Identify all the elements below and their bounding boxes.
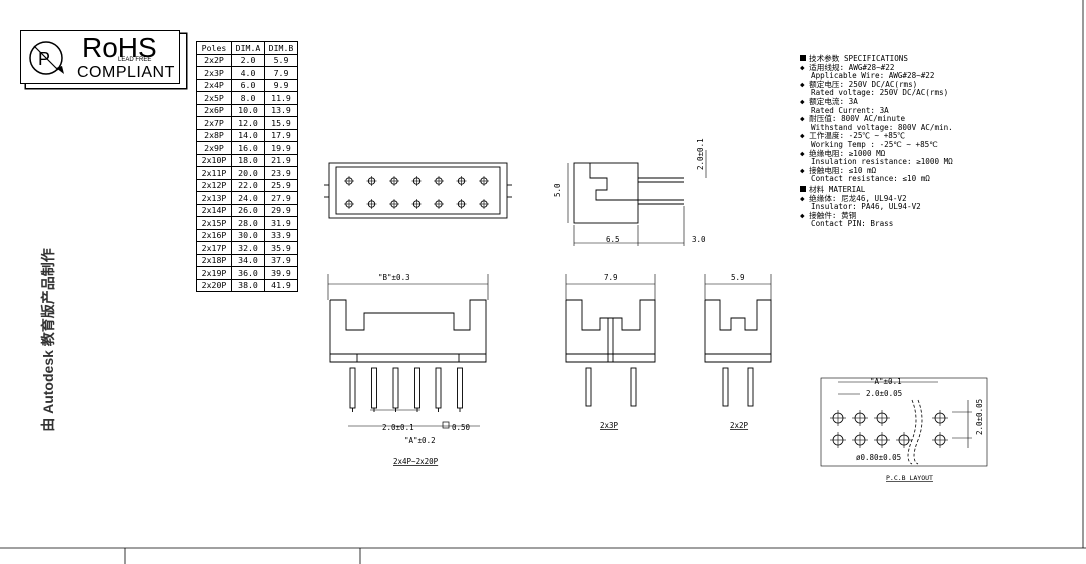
rohs-compliant: COMPLIANT <box>77 64 175 81</box>
table-cell: 41.9 <box>264 278 298 292</box>
mid-view-drawing <box>565 274 656 407</box>
table-header-row: Poles DIM.A DIM.B <box>196 41 298 55</box>
table-cell: 38.0 <box>231 278 265 292</box>
dim-side-width: 6.5 <box>606 235 620 244</box>
spec-item-cn: 额定电压: 250V DC/AC(rms) <box>800 80 953 90</box>
rohs-badge <box>20 30 180 84</box>
dim-pin-ext: 3.0 <box>692 235 706 244</box>
spec-item-cn: 耐压值: 800V AC/minute <box>800 115 953 124</box>
spec-item-en: Applicable Wire: AWG#28~#22 <box>811 71 935 81</box>
spec-item-cn: 接触件: 黄铜 <box>800 211 953 221</box>
spec-item-cn: 工作温度: -25℃ ~ +85℃ <box>800 132 953 141</box>
spec-item-cn: 绝缘体: 尼龙46, UL94-V2 <box>800 194 953 204</box>
rohs-logo-icon: P <box>29 41 64 75</box>
pin <box>457 367 463 409</box>
caption-front: 2x4P~2x20P <box>393 457 439 466</box>
pin <box>349 367 356 409</box>
spec-heading: 技术参数 SPECIFICATIONS <box>800 54 953 64</box>
spec-item-cn: 接触电阻: ≤10 mΩ <box>800 166 953 176</box>
dim-pcb-pitch: 2.0±0.05 <box>866 389 902 398</box>
dim-right-width: 5.9 <box>731 273 745 282</box>
top-view-drawing <box>324 162 512 219</box>
spec-item-cn: 额定电流: 3A <box>800 97 953 107</box>
dim-mid-width: 7.9 <box>604 273 618 282</box>
dim-front-b: "B"±0.3 <box>378 273 410 282</box>
rohs-lead-free: LEAD FREE <box>118 57 152 63</box>
dim-pcb-vert: 2.0±0.05 <box>975 399 984 435</box>
dim-front-pitch: 2.0±0.1 <box>382 423 414 432</box>
front-view-drawing <box>327 274 489 429</box>
caption-mid: 2x3P <box>600 421 619 430</box>
rohs-title: RoHS <box>82 32 157 63</box>
pcb-layout-drawing <box>820 377 988 467</box>
dim-front-pin: 0.50 <box>452 423 471 432</box>
pin <box>414 367 420 409</box>
spec-item-en: Contact resistance: ≤10 mΩ <box>811 174 930 184</box>
spec-item-cn: 绝缘电阻: ≥1000 MΩ <box>800 149 953 159</box>
spec-item-en: Rated Current: 3A <box>811 105 889 115</box>
spec-item-en: Working Temp : -25℃ ~ +85℃ <box>811 139 938 149</box>
dim-side-height: 5.0 <box>553 183 562 197</box>
spec-item-en: Insulation resistance: ≥1000 MΩ <box>811 157 953 167</box>
spec-item-en: Insulator: PA46, UL94-V2 <box>811 202 921 212</box>
dim-pcb-hole: ø0.80±0.05 <box>856 453 901 462</box>
spec-item-cn: 适用线规: AWG#28~#22 <box>800 63 953 73</box>
right-view-drawing <box>704 274 772 407</box>
pin <box>392 367 399 409</box>
pin <box>435 367 442 409</box>
side-view-drawing <box>567 150 707 246</box>
spec-item-en: Contact PIN: Brass <box>811 219 894 229</box>
caption-right: 2x2P <box>730 421 749 430</box>
dim-front-a: "A"±0.2 <box>404 436 436 445</box>
pin <box>371 367 377 409</box>
svg-text:P: P <box>38 49 50 69</box>
spec-item-en: Withstand voltage: 800V AC/min. <box>811 122 953 132</box>
material-heading: 材料 MATERIAL <box>800 185 953 195</box>
specifications-block: 技术参数 SPECIFICATIONS 适用线规: AWG#28~#22Appl… <box>800 54 953 229</box>
caption-pcb: P.C.B LAYOUT <box>886 474 933 482</box>
dim-pin-pitch-v: 2.0±0.1 <box>696 138 705 170</box>
spec-item-en: Rated voltage: 250V DC/AC(rms) <box>811 88 949 98</box>
dim-pcb-a: "A"±0.1 <box>870 377 902 386</box>
